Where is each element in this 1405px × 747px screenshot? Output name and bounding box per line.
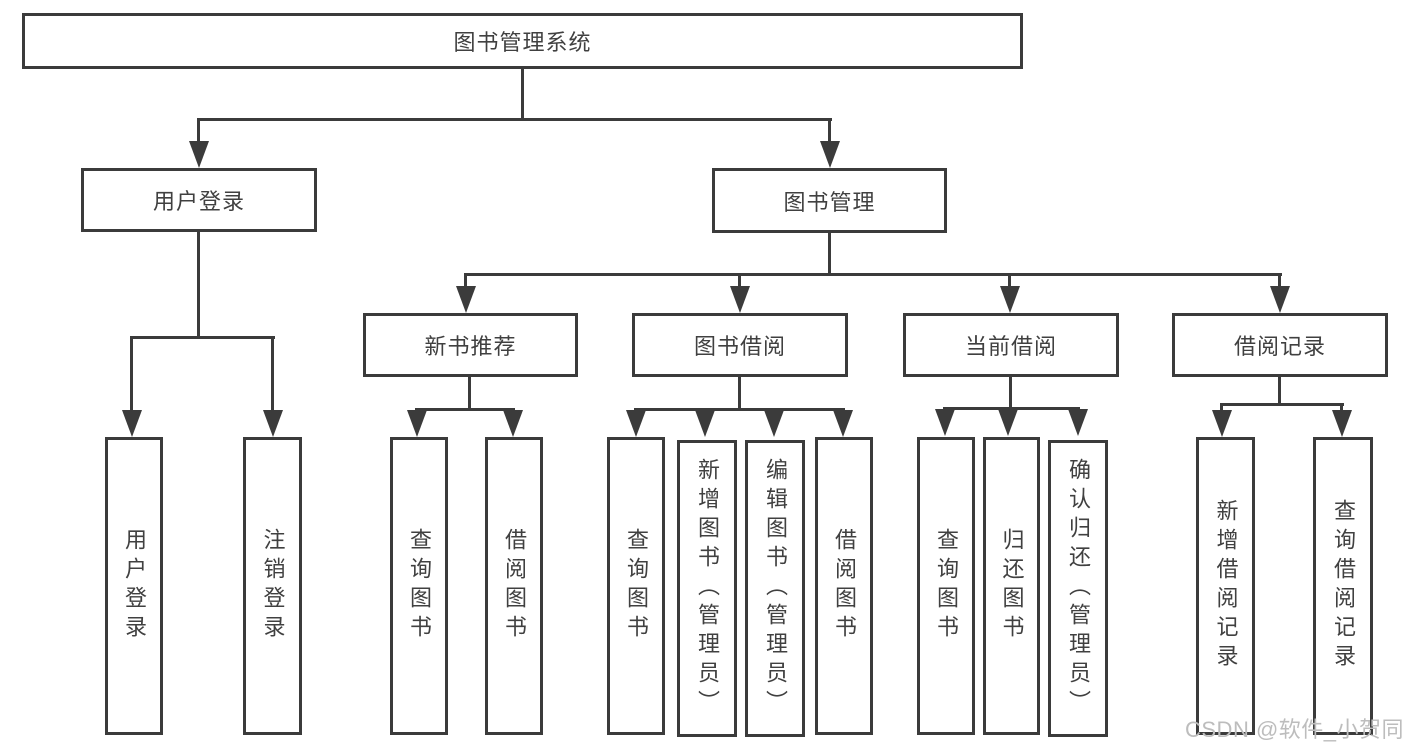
arrow-down-icon bbox=[730, 286, 750, 313]
arrow-down-icon bbox=[998, 409, 1018, 436]
connector-line bbox=[464, 273, 1282, 276]
connector-line bbox=[1220, 403, 1344, 406]
connector-line bbox=[1278, 273, 1281, 289]
arrow-down-icon bbox=[1000, 286, 1020, 313]
arrow-down-icon bbox=[1212, 410, 1232, 437]
arrow-down-icon bbox=[764, 410, 784, 437]
connector-line bbox=[464, 273, 467, 289]
leaf-current-return-book: 归还图书 bbox=[983, 437, 1040, 735]
connector-line bbox=[828, 233, 831, 275]
arrow-down-icon bbox=[1068, 409, 1088, 436]
arrow-down-icon bbox=[820, 141, 840, 168]
connector-line bbox=[634, 408, 845, 411]
leaf-records-add-record: 新增借阅记录 bbox=[1196, 437, 1255, 735]
leaf-current-confirm-return-admin: 确认归还（管理员） bbox=[1048, 440, 1108, 737]
connector-line bbox=[197, 232, 200, 338]
leaf-borrowing-query-book: 查询图书 bbox=[607, 437, 665, 735]
arrow-down-icon bbox=[407, 410, 427, 437]
connector-line bbox=[1220, 403, 1223, 412]
connector-line bbox=[521, 69, 524, 120]
csdn-watermark: CSDN @软件_小贺同学 bbox=[1185, 717, 1405, 742]
connector-line bbox=[943, 407, 1080, 410]
node-book-management: 图书管理 bbox=[712, 168, 947, 233]
connector-line bbox=[197, 118, 832, 121]
connector-line bbox=[130, 336, 133, 414]
connector-line bbox=[738, 377, 741, 410]
arrow-down-icon bbox=[189, 141, 209, 168]
leaf-recommend-borrow-book: 借阅图书 bbox=[485, 437, 543, 735]
arrow-down-icon bbox=[695, 410, 715, 437]
connector-line bbox=[197, 118, 200, 144]
node-borrowing-records: 借阅记录 bbox=[1172, 313, 1388, 377]
arrow-down-icon bbox=[503, 410, 523, 437]
arrow-down-icon bbox=[1332, 410, 1352, 437]
arrow-down-icon bbox=[935, 409, 955, 436]
leaf-borrowing-edit-book-admin: 编辑图书（管理员） bbox=[745, 440, 805, 737]
connector-line bbox=[468, 377, 471, 410]
leaf-current-query-book: 查询图书 bbox=[917, 437, 975, 735]
arrow-down-icon bbox=[626, 410, 646, 437]
arrow-down-icon bbox=[833, 410, 853, 437]
connector-line bbox=[130, 336, 275, 339]
connector-line bbox=[1008, 273, 1011, 289]
connector-line bbox=[828, 118, 831, 144]
connector-line bbox=[738, 273, 741, 289]
node-book-borrowing: 图书借阅 bbox=[632, 313, 848, 377]
leaf-borrowing-borrow-book: 借阅图书 bbox=[815, 437, 873, 735]
arrow-down-icon bbox=[122, 410, 142, 437]
connector-line bbox=[1340, 403, 1343, 412]
connector-line bbox=[1009, 377, 1012, 409]
leaf-records-query-record: 查询借阅记录 bbox=[1313, 437, 1373, 735]
connector-line bbox=[415, 408, 515, 411]
node-current-borrowing: 当前借阅 bbox=[903, 313, 1119, 377]
node-new-book-recommend: 新书推荐 bbox=[363, 313, 578, 377]
leaf-recommend-query-book: 查询图书 bbox=[390, 437, 448, 735]
connector-line bbox=[1278, 376, 1281, 405]
arrow-down-icon bbox=[263, 410, 283, 437]
leaf-user-login: 用户登录 bbox=[105, 437, 163, 735]
connector-line bbox=[271, 336, 274, 414]
leaf-logout: 注销登录 bbox=[243, 437, 302, 735]
node-user-login: 用户登录 bbox=[81, 168, 317, 232]
leaf-borrowing-add-book-admin: 新增图书（管理员） bbox=[677, 440, 737, 737]
arrow-down-icon bbox=[456, 286, 476, 313]
arrow-down-icon bbox=[1270, 286, 1290, 313]
node-root-library-system: 图书管理系统 bbox=[22, 13, 1023, 69]
